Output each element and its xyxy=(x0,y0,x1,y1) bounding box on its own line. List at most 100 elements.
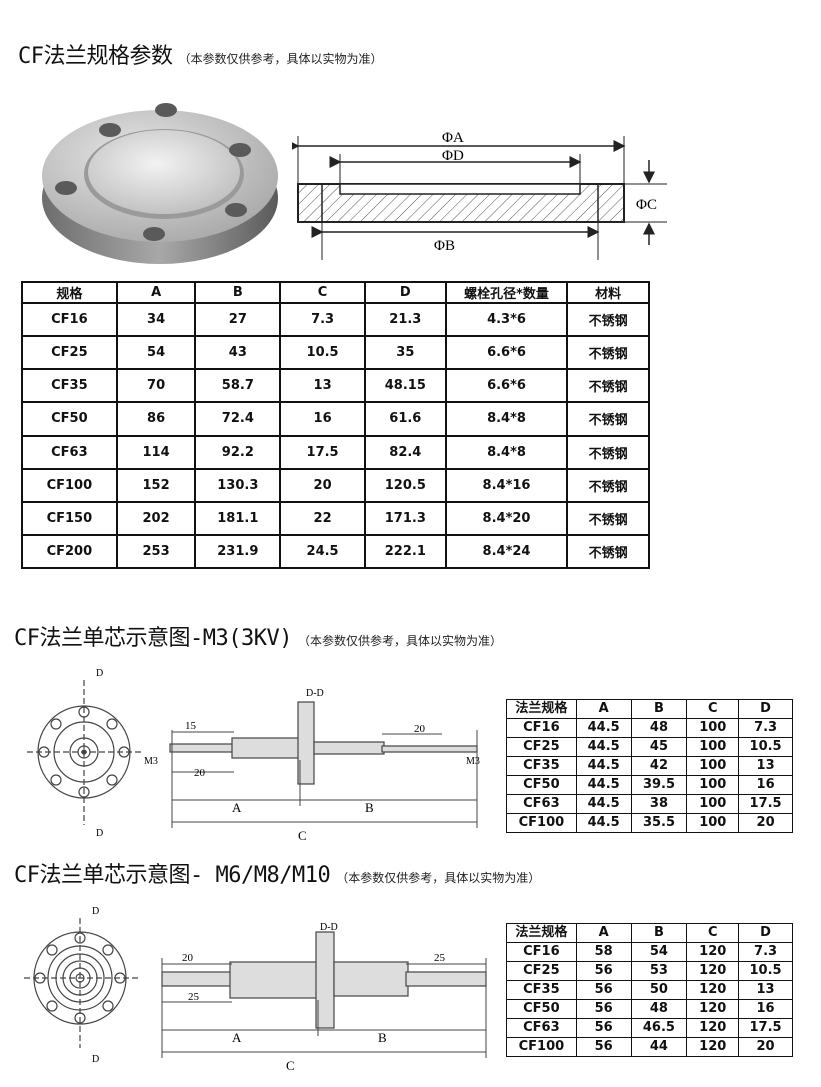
table-cell: 42 xyxy=(630,756,688,776)
label-b: B xyxy=(365,800,374,815)
table-cell: 20 xyxy=(738,1037,793,1057)
table-cell: 不锈钢 xyxy=(566,301,650,338)
table-header-row: 法兰规格 A B C D xyxy=(506,699,793,719)
section3-heading: CF法兰单芯示意图- M6/M8/M10（本参数仅供参考，具体以实物为准） xyxy=(14,857,540,889)
table-cell: 48.15 xyxy=(363,368,447,404)
table-cell: CF100 xyxy=(506,813,577,833)
flange-section-diagram: ΦA ΦD ΦB ΦC xyxy=(292,130,667,260)
table-cell: 43 xyxy=(194,335,282,371)
table-cell: 231.9 xyxy=(194,533,282,570)
table-header-row: 规格 A B C D 螺栓孔径*数量 材料 xyxy=(21,281,650,304)
col-header: D xyxy=(363,281,447,304)
table-cell: 不锈钢 xyxy=(566,467,650,503)
col-header: B xyxy=(630,699,688,719)
label-d-top: D xyxy=(92,906,99,917)
table-cell: 48 xyxy=(630,999,688,1019)
label-d-bottom: D xyxy=(92,1054,99,1065)
table-cell: 不锈钢 xyxy=(566,368,650,404)
table-cell: CF50 xyxy=(506,999,577,1019)
table-cell: 8.4*20 xyxy=(444,500,569,536)
table-cell: 不锈钢 xyxy=(566,335,650,371)
table-cell: 58.7 xyxy=(194,368,282,404)
m3-feedthrough-drawing: D D D-D 15 20 20 M3 M3 A B C xyxy=(27,668,480,843)
col-header: C xyxy=(686,923,740,943)
label-20-left: 20 xyxy=(194,767,206,779)
table-cell: 202 xyxy=(115,500,197,536)
table-cell: 181.1 xyxy=(194,500,282,536)
table-cell: 120 xyxy=(686,1037,740,1057)
table-cell: 100 xyxy=(686,756,740,776)
table-cell: 16 xyxy=(279,401,366,437)
table-cell: CF50 xyxy=(506,775,577,795)
label-a: A xyxy=(232,1030,242,1045)
label-a: A xyxy=(232,800,242,815)
table-cell: 46.5 xyxy=(630,1018,688,1038)
table-cell: 54 xyxy=(630,942,688,962)
table-cell: CF35 xyxy=(506,980,577,1000)
table-cell: 120 xyxy=(686,980,740,1000)
table-cell: 44 xyxy=(630,1037,688,1057)
col-header: A xyxy=(575,699,632,719)
table-cell: 56 xyxy=(575,999,632,1019)
table-cell: 4.3*6 xyxy=(444,301,569,338)
table-cell: 不锈钢 xyxy=(566,401,650,437)
table-cell: 44.5 xyxy=(575,756,632,776)
table-cell: 100 xyxy=(686,718,740,738)
label-c: C xyxy=(298,828,307,843)
table-cell: 8.4*8 xyxy=(444,434,569,470)
table-cell: 10.5 xyxy=(279,335,366,371)
col-header: 螺栓孔径*数量 xyxy=(444,281,569,304)
table-cell: 7.3 xyxy=(738,942,793,962)
table-cell: 152 xyxy=(115,467,197,503)
table-cell: 50 xyxy=(630,980,688,1000)
table-cell: 120 xyxy=(686,961,740,981)
table-cell: 53 xyxy=(630,961,688,981)
table-cell: CF16 xyxy=(506,942,577,962)
table-cell: 222.1 xyxy=(363,533,447,570)
table-cell: 38 xyxy=(630,794,688,814)
table-cell: CF25 xyxy=(506,737,577,757)
table-cell: 58 xyxy=(575,942,632,962)
table-cell: CF50 xyxy=(21,401,118,437)
table-cell: 16 xyxy=(738,999,793,1019)
table-cell: 120.5 xyxy=(363,467,447,503)
table-cell: 13 xyxy=(738,980,793,1000)
table-cell: 24.5 xyxy=(279,533,366,570)
m6-feedthrough-drawing: D D D-D 20 25 25 A B C xyxy=(24,906,487,1073)
label-20-right: 20 xyxy=(414,723,426,735)
table-cell: 120 xyxy=(686,999,740,1019)
table-cell: 35 xyxy=(363,335,447,371)
section3-title: CF法兰单芯示意图- M6/M8/M10 xyxy=(14,863,331,888)
table-cell: CF200 xyxy=(21,533,118,570)
label-phi-d: ΦD xyxy=(442,148,464,164)
table-cell: 35.5 xyxy=(630,813,688,833)
table-cell: 17.5 xyxy=(738,794,793,814)
table-cell: 22 xyxy=(279,500,366,536)
table-cell: 20 xyxy=(279,467,366,503)
label-dd: D-D xyxy=(306,688,324,699)
table-cell: 120 xyxy=(686,942,740,962)
col-header: D xyxy=(738,699,793,719)
table-cell: 13 xyxy=(738,756,793,776)
table-cell: 44.5 xyxy=(575,813,632,833)
col-header: 规格 xyxy=(21,281,118,304)
table-cell: 8.4*8 xyxy=(444,401,569,437)
table-cell: 20 xyxy=(738,813,793,833)
table-cell: CF63 xyxy=(21,434,118,470)
section1-heading: CF法兰规格参数（本参数仅供参考，具体以实物为准） xyxy=(18,38,383,70)
table-cell: 100 xyxy=(686,737,740,757)
label-25-left: 25 xyxy=(188,991,200,1003)
